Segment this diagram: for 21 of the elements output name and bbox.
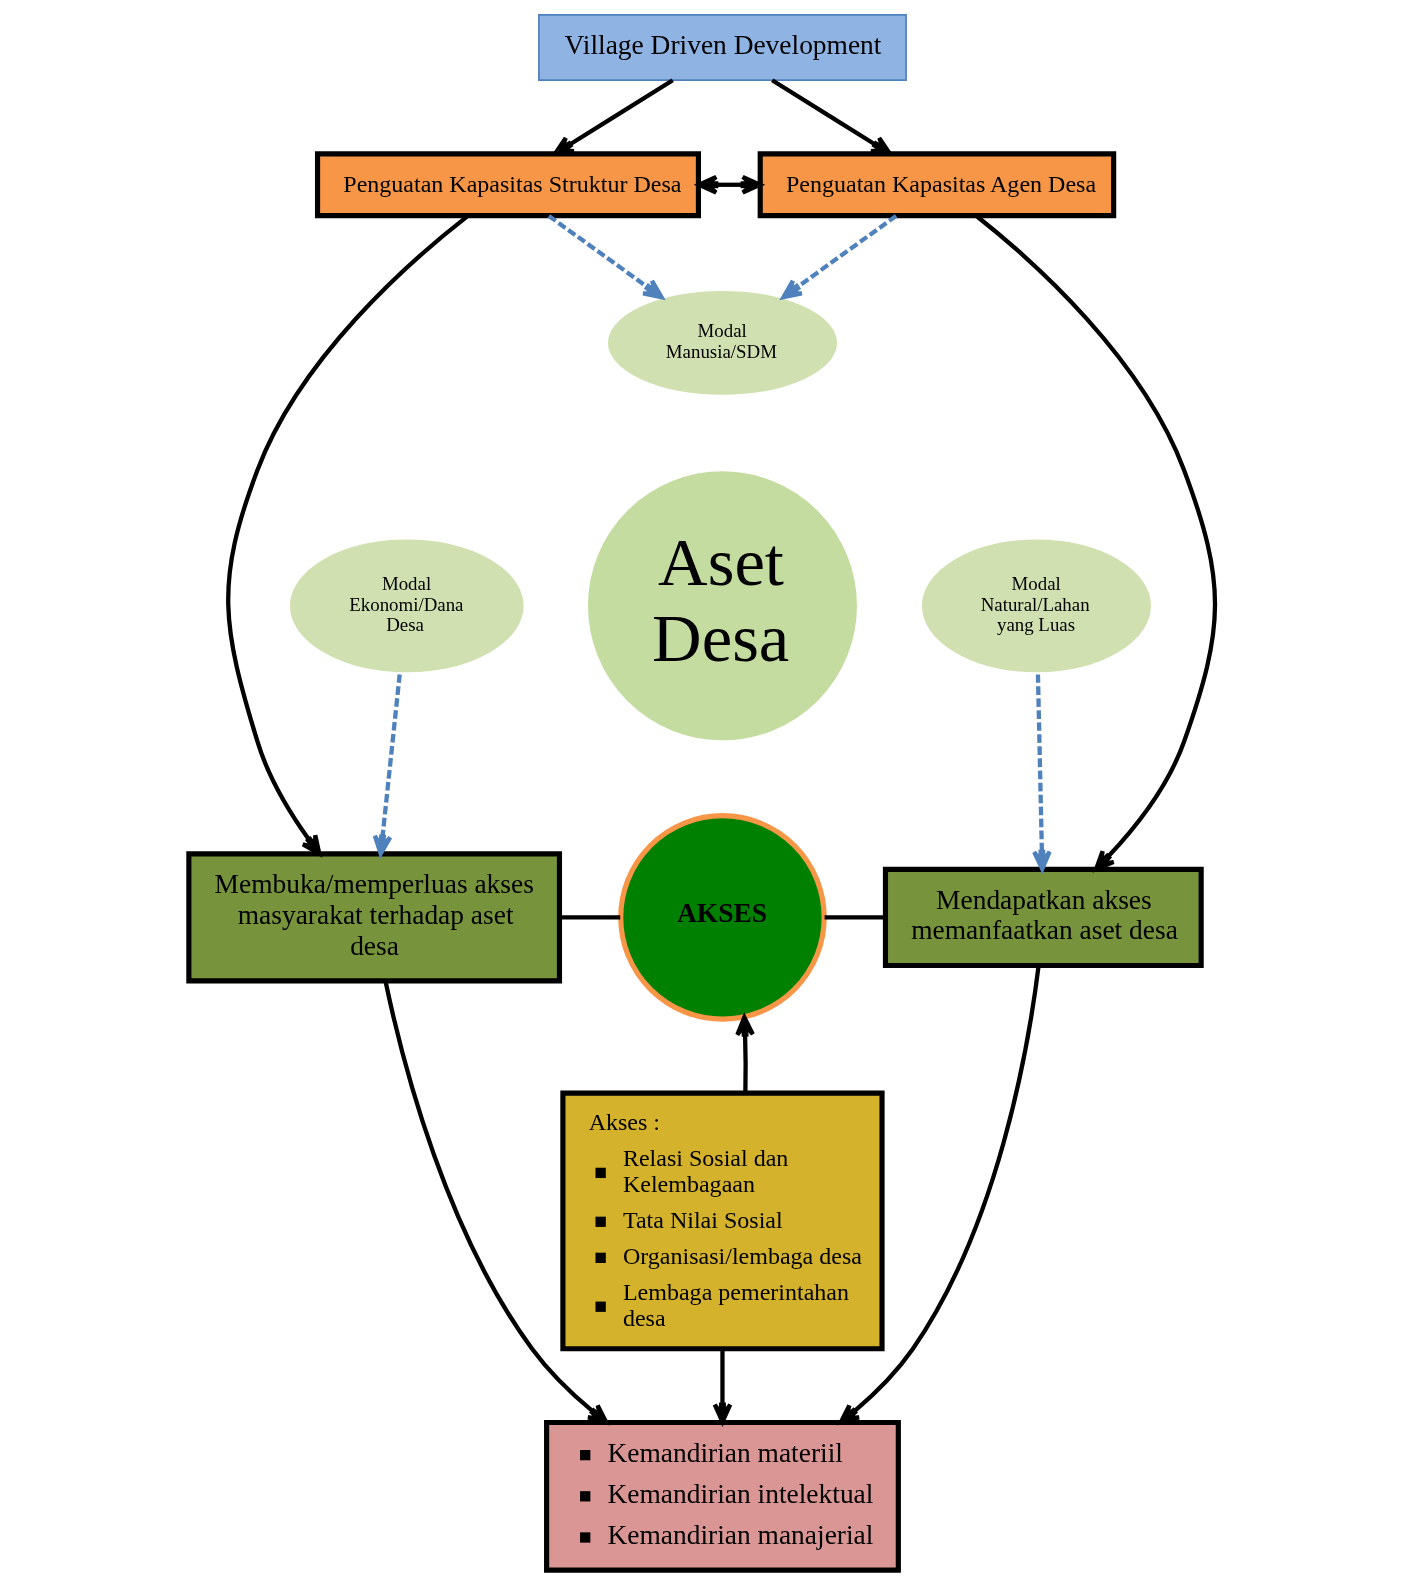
node-box: Membuka/memperluas akses masyarakat terhadap aset desa bbox=[186, 851, 563, 984]
node-circle: AKSES bbox=[618, 813, 827, 1022]
node-box: Mendapatkan akses memanfaatkan aset desa bbox=[882, 866, 1204, 969]
node-box: Penguatan Kapasitas Agen Desa bbox=[757, 151, 1117, 219]
arrow bbox=[383, 980, 609, 1425]
arrow bbox=[735, 1015, 755, 1093]
arrow bbox=[372, 674, 402, 856]
connector bbox=[559, 915, 621, 920]
arrow bbox=[771, 78, 892, 156]
arrow bbox=[781, 214, 898, 300]
arrow bbox=[712, 1349, 733, 1425]
arrow bbox=[547, 214, 664, 300]
connector bbox=[824, 915, 886, 920]
node-box: Penguatan Kapasitas Struktur Desa bbox=[314, 151, 702, 219]
node-box: Akses : Relasi Sosial dan Kelembagaan Tata Nilai Sosial Organisasi/lembaga desa Lembaga pemerintahan desa bbox=[560, 1090, 885, 1352]
arrow bbox=[553, 78, 674, 156]
arrow bbox=[838, 965, 1041, 1425]
node-box: Kemandirian materiil Kemandirian intelektual Kemandirian manajerial bbox=[544, 1419, 901, 1573]
arrow bbox=[696, 174, 763, 195]
node-box: Village Driven Development bbox=[538, 14, 907, 81]
arrow bbox=[1032, 674, 1052, 872]
